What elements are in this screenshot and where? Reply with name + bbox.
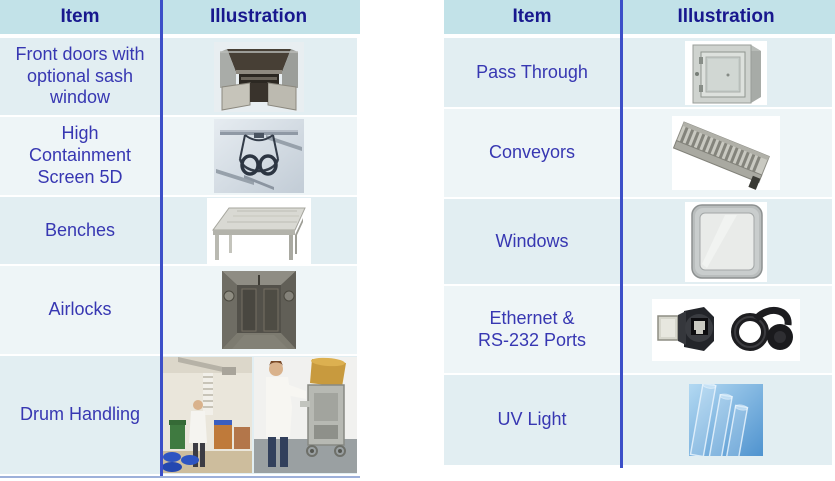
column-divider — [620, 0, 623, 468]
roller-conveyor-illustration — [672, 116, 780, 190]
table-row: Pass Through — [444, 38, 835, 107]
item-label: Drum Handling — [0, 356, 160, 474]
table-header-row: Item Illustration — [0, 0, 360, 34]
airlock-illustration — [221, 271, 296, 349]
ethernet-rs232-connectors-illustration — [652, 298, 800, 361]
table-row: Benches — [0, 197, 360, 264]
item-label: UV Light — [444, 375, 620, 465]
table-row: UV Light — [444, 375, 835, 465]
item-label: Pass Through — [444, 38, 620, 107]
table-row: Conveyors — [444, 109, 835, 197]
table-row: High Containment Screen 5D — [0, 117, 360, 195]
front-doors-illustration — [213, 41, 304, 112]
table-row: Airlocks — [0, 266, 360, 354]
header-item: Item — [60, 6, 100, 27]
header-illustration: Illustration — [677, 6, 775, 27]
table-header-row: Item Illustration — [444, 0, 835, 34]
item-label: Ethernet & RS-232 Ports — [444, 286, 620, 373]
bench-illustration — [206, 197, 311, 264]
item-label: Airlocks — [0, 266, 160, 354]
drum-handling-room-photo — [160, 357, 252, 473]
item-label: Conveyors — [444, 109, 620, 197]
item-label: High Containment Screen 5D — [0, 117, 160, 195]
column-divider — [160, 0, 163, 476]
table-row: Windows — [444, 199, 835, 284]
item-label: Front doors with optional sash window — [0, 38, 160, 115]
pass-through-illustration — [685, 40, 767, 105]
item-label: Windows — [444, 199, 620, 284]
header-illustration: Illustration — [209, 6, 308, 27]
item-label: Benches — [0, 197, 160, 264]
equipment-table-left: Item Illustration Front doors with optio… — [0, 0, 360, 478]
table-bottom-border — [0, 476, 360, 478]
equipment-table-right: Item Illustration Pass Through — [444, 0, 835, 468]
window-frame-illustration — [685, 201, 767, 282]
header-item: Item — [512, 6, 552, 27]
table-row: Front doors with optional sash window — [0, 38, 360, 115]
drum-tipper-photo — [254, 357, 357, 473]
table-row: Ethernet & RS-232 Ports — [444, 286, 835, 373]
high-containment-screen-illustration — [213, 119, 304, 193]
table-row: Drum Handling — [0, 356, 360, 474]
uv-light-tubes-illustration — [689, 384, 763, 456]
